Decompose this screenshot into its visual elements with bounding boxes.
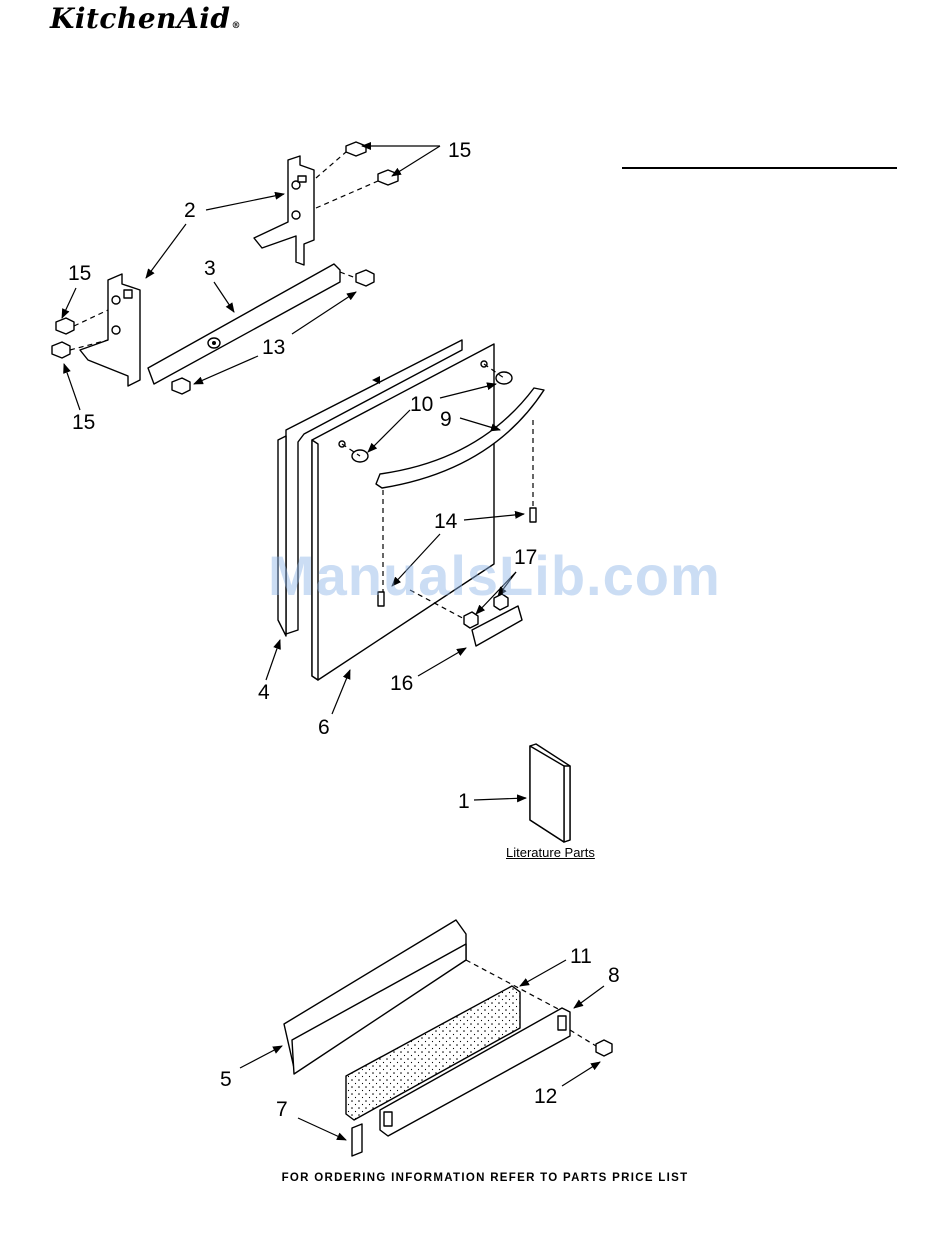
callout-16: 16 (390, 672, 413, 695)
literature-book-part (530, 744, 570, 842)
support-rail-part (148, 264, 340, 384)
callout-1: 1 (458, 790, 470, 813)
callout-17: 17 (514, 546, 537, 569)
callout-15: 15 (68, 262, 91, 285)
callout-10: 10 (410, 393, 433, 416)
callout-5: 5 (220, 1068, 232, 1091)
nuts-and-plate-part (464, 594, 522, 646)
callout-13: 13 (262, 336, 285, 359)
callout-4: 4 (258, 681, 270, 704)
callout-3: 3 (204, 257, 216, 280)
literature-parts-label: Literature Parts (506, 845, 595, 860)
callout-6: 6 (318, 716, 330, 739)
callout-15: 15 (448, 139, 471, 162)
callout-8: 8 (608, 964, 620, 987)
upper-screws-part (316, 142, 398, 208)
callout-12: 12 (534, 1085, 557, 1108)
callout-2: 2 (184, 199, 196, 222)
callout-11: 11 (570, 945, 592, 968)
right-bracket-part (254, 156, 314, 265)
callout-7: 7 (276, 1098, 288, 1121)
callout-15: 15 (72, 411, 95, 434)
outer-door-panel-part (312, 344, 494, 680)
callout-14: 14 (434, 510, 458, 533)
footer-note: FOR ORDERING INFORMATION REFER TO PARTS … (0, 1172, 950, 1184)
left-bracket-part (80, 274, 140, 386)
callout-9: 9 (440, 408, 452, 431)
rail-screws-part (172, 270, 374, 394)
